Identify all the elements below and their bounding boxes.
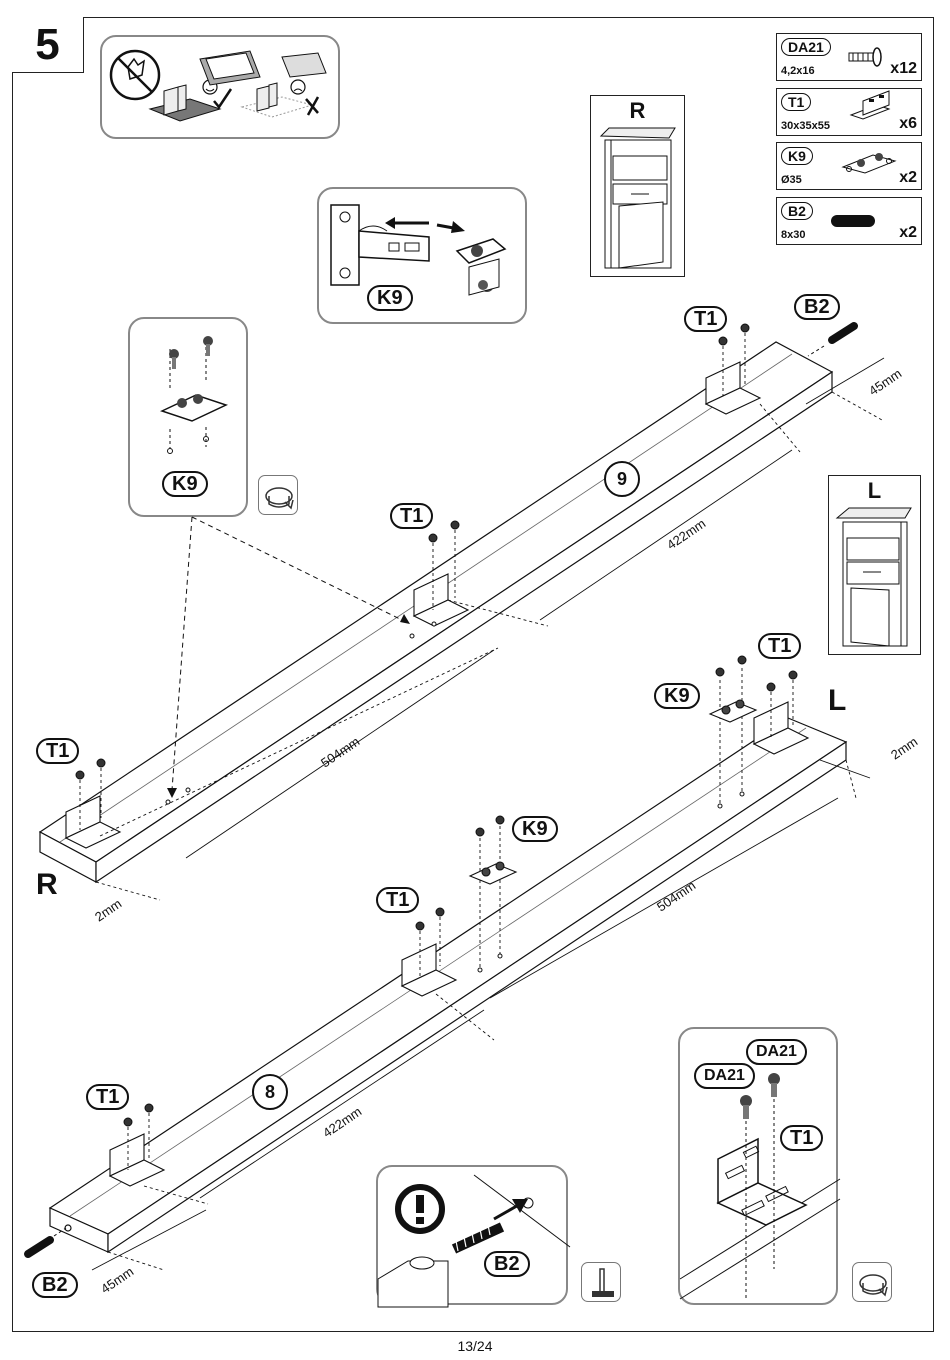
dowel-insertion-illustration (378, 1167, 570, 1307)
t1-callout: T1 (376, 887, 419, 913)
pre-drilled-hole-icon (166, 622, 744, 972)
board-side-r: R (36, 868, 58, 902)
board-number-lower: 8 (252, 1074, 288, 1110)
rotate-box-lower (852, 1262, 892, 1302)
dowel-insertion-panel: B2 (376, 1165, 568, 1305)
da21-callout: DA21 (694, 1063, 755, 1089)
t1-detail-callout: T1 (780, 1125, 823, 1151)
rotate-icon (853, 1263, 893, 1303)
board-number-upper: 9 (604, 461, 640, 497)
board-side-l: L (828, 684, 846, 718)
page-number: 13/24 (0, 1338, 950, 1354)
hammer-icon (582, 1263, 622, 1303)
t1-callout: T1 (36, 738, 79, 764)
b2-callout: B2 (32, 1272, 78, 1298)
t1-callout: T1 (390, 503, 433, 529)
t1-callout: T1 (684, 306, 727, 332)
bracket-detail-panel: DA21 DA21 T1 (678, 1027, 838, 1305)
t1-callout: T1 (758, 633, 801, 659)
k9-callout: K9 (512, 816, 558, 842)
k9-callout: K9 (654, 683, 700, 709)
b2-callout: B2 (794, 294, 840, 320)
hammer-box (581, 1262, 621, 1302)
b2-detail-callout: B2 (484, 1251, 530, 1277)
da21-callout: DA21 (746, 1039, 807, 1065)
t1-callout: T1 (86, 1084, 129, 1110)
dimension-lines (96, 358, 884, 900)
